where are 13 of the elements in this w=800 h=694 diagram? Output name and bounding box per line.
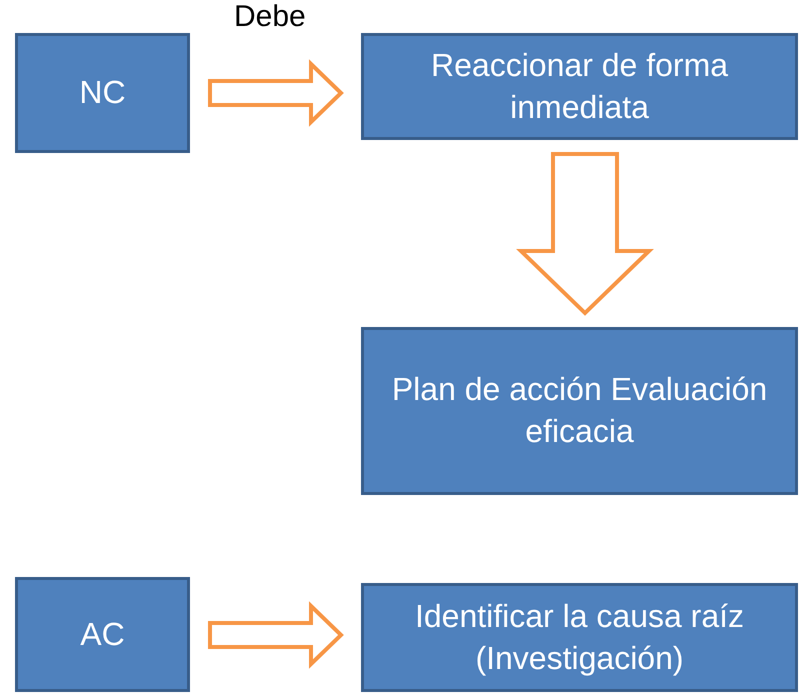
box-text: NC xyxy=(79,73,126,112)
block-arrow xyxy=(208,601,344,669)
box-text: Plan de acción Evaluación eficacia xyxy=(390,370,768,451)
process-box xyxy=(361,583,798,692)
box-text: Reaccionar de forma inmediata xyxy=(430,46,730,126)
process-box xyxy=(15,577,190,692)
process-box xyxy=(361,33,798,140)
process-box xyxy=(361,327,798,495)
box-text: Identificar la causa raíz (Investigación) xyxy=(414,596,746,678)
block-arrow xyxy=(208,59,344,127)
process-box xyxy=(15,33,190,153)
block-arrow xyxy=(516,152,654,316)
box-text: AC xyxy=(80,614,125,654)
